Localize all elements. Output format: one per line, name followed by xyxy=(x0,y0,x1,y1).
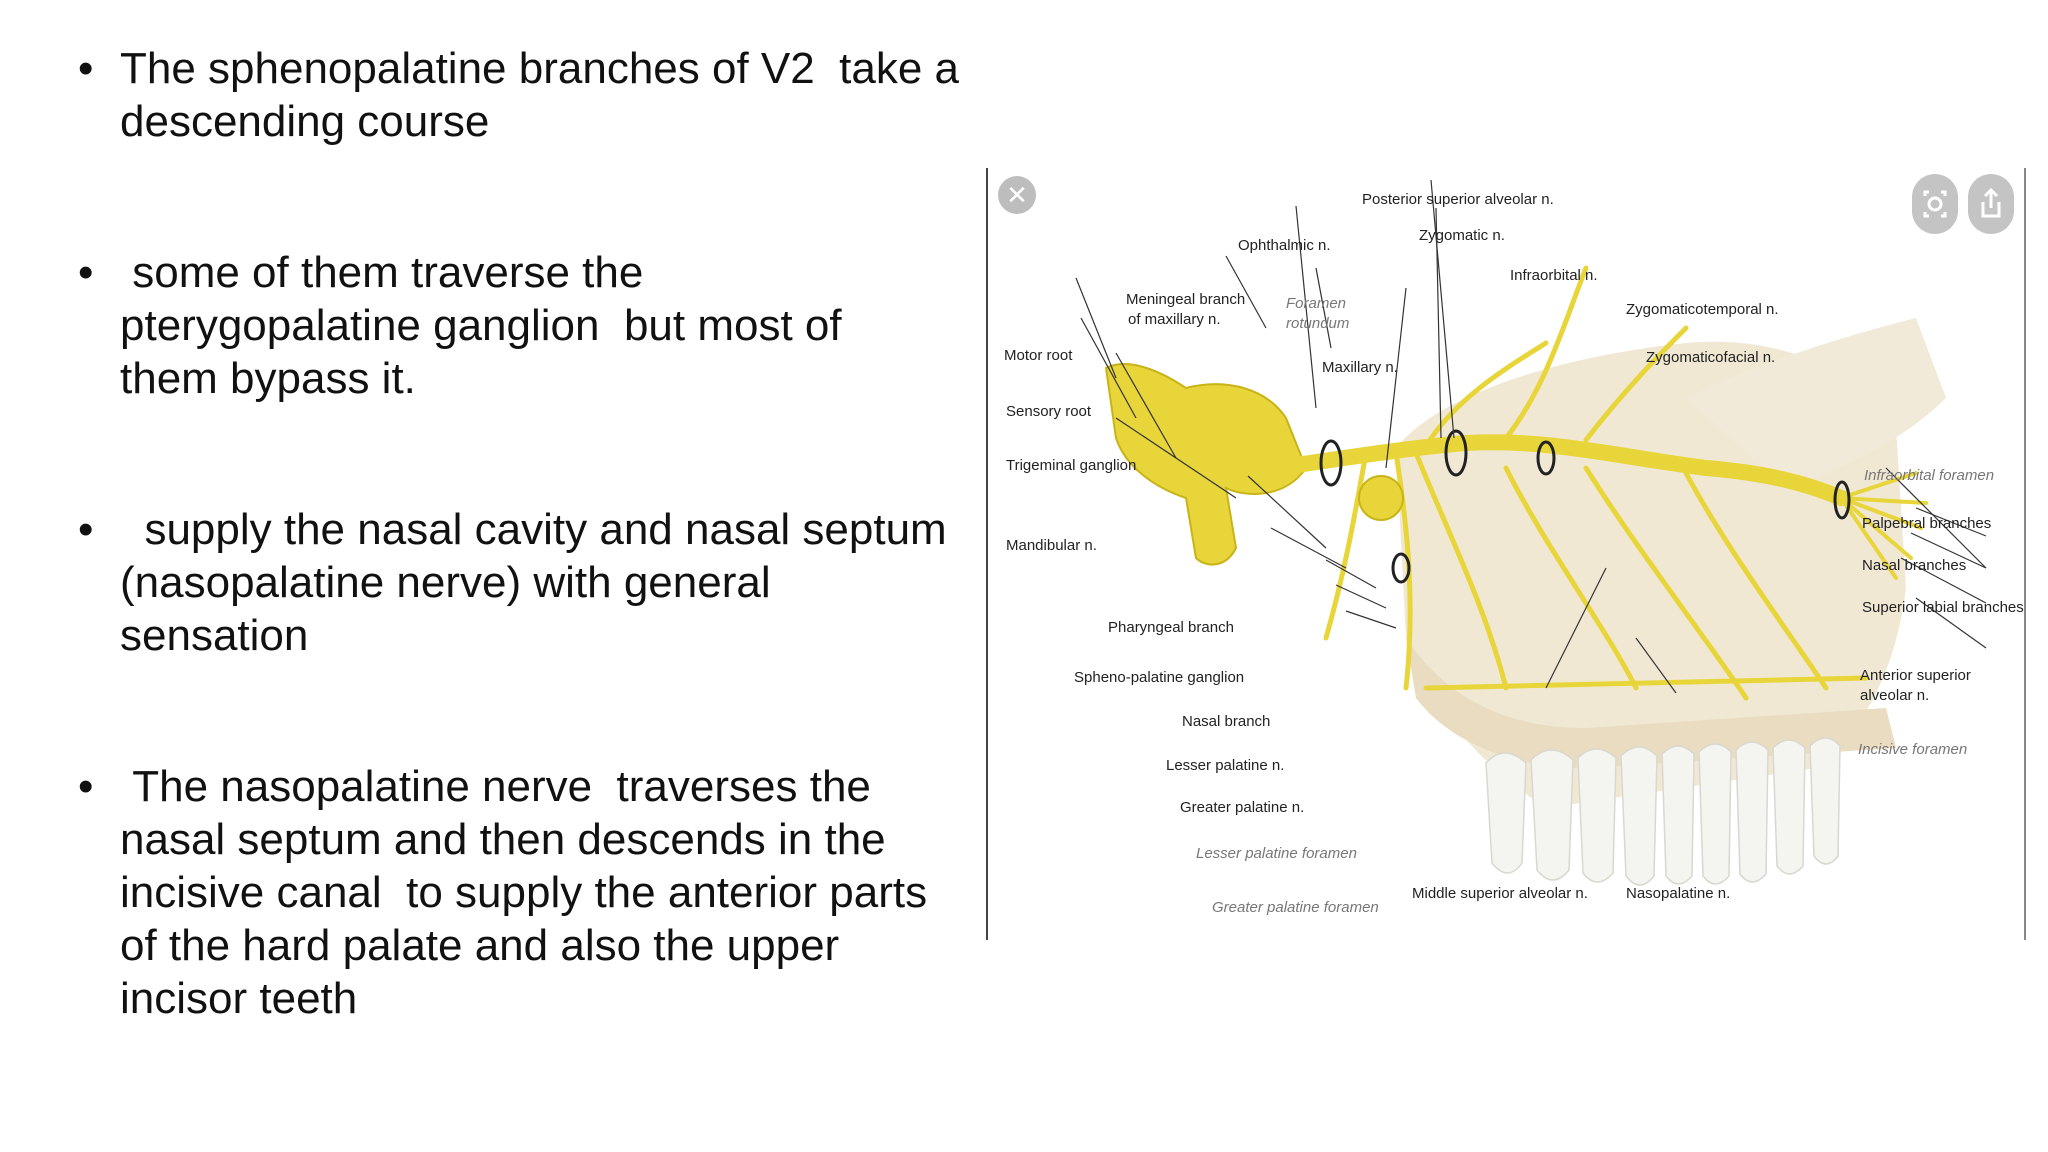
label-palpebral: Palpebral branches xyxy=(1862,515,1991,532)
bullet-item: • supply the nasal cavity and nasal sept… xyxy=(78,503,978,662)
bullet-marker: • xyxy=(78,248,94,297)
bullet-item: • some of them traverse the pterygopalat… xyxy=(78,246,978,405)
bullet-marker: • xyxy=(78,762,94,811)
bullet-item: • The sphenopalatine branches of V2 take … xyxy=(78,42,978,148)
bullet-text: The nasopalatine nerve traverses the nas… xyxy=(120,762,928,1023)
bullet-marker: • xyxy=(78,44,94,93)
label-trigeminal-ganglion: Trigeminal ganglion xyxy=(1006,457,1136,474)
visual-search-button[interactable] xyxy=(1912,174,1958,234)
label-meningeal-2: of maxillary n. xyxy=(1128,311,1221,328)
maxillary-nerve xyxy=(1268,434,1849,506)
zygomatic-bone xyxy=(1686,318,1946,488)
foramen-rings xyxy=(1319,429,1851,584)
palate-bone xyxy=(1406,638,1896,768)
close-button[interactable]: ✕ xyxy=(998,176,1036,214)
label-zygomatic: Zygomatic n. xyxy=(1419,227,1505,244)
infraorbital-branches xyxy=(1839,471,1928,580)
share-icon xyxy=(1981,187,2001,218)
label-zygomaticotemporal: Zygomaticotemporal n. xyxy=(1626,301,1779,318)
label-sphenopalatine-ganglion: Spheno-palatine ganglion xyxy=(1074,669,1244,686)
label-maxillary: Maxillary n. xyxy=(1322,359,1398,376)
label-nasal-branches: Nasal branches xyxy=(1862,557,1966,574)
bullet-item: • The nasopalatine nerve traverses the n… xyxy=(78,760,978,1025)
bullet-text: The sphenopalatine branches of V2 take a… xyxy=(120,44,960,146)
label-anterior-superior-1: Anterior superior xyxy=(1860,667,1971,684)
label-infraorbital-foramen: Infraorbital foramen xyxy=(1864,467,1994,484)
label-motor-root: Motor root xyxy=(1004,347,1073,364)
bullet-text: some of them traverse the pterygopalatin… xyxy=(120,248,842,403)
label-pharyngeal: Pharyngeal branch xyxy=(1108,619,1234,636)
label-superior-labial: Superior labial branches xyxy=(1862,599,2024,616)
nerve-illustration: Posterior superior alveolar n. Zygomatic… xyxy=(1004,179,2024,916)
label-foramen-rotundum-1: Foramen xyxy=(1286,295,1346,312)
label-nasopalatine: Nasopalatine n. xyxy=(1626,885,1730,902)
label-foramen-rotundum-2: rotundum xyxy=(1286,315,1349,332)
label-ophthalmic: Ophthalmic n. xyxy=(1238,237,1331,254)
descending-branches xyxy=(1323,450,1869,701)
bullet-text: supply the nasal cavity and nasal septum… xyxy=(120,505,947,660)
sphenopalatine-ganglion xyxy=(1358,475,1404,521)
label-incisive-foramen: Incisive foramen xyxy=(1858,741,1967,758)
bullet-marker: • xyxy=(78,505,94,554)
image-border-right xyxy=(2024,168,2026,940)
label-greater-palatine-foramen: Greater palatine foramen xyxy=(1212,899,1379,916)
share-button[interactable] xyxy=(1968,174,2014,234)
label-posterior-superior-alveolar: Posterior superior alveolar n. xyxy=(1362,191,1554,208)
upper-teeth xyxy=(1485,737,1841,886)
image-border-left xyxy=(986,168,988,940)
trigeminal-ganglion xyxy=(1104,363,1308,566)
leader-lines xyxy=(1075,179,1987,694)
label-nasal-branch: Nasal branch xyxy=(1182,713,1270,730)
bullet-list: • The sphenopalatine branches of V2 take … xyxy=(78,42,978,1025)
lens-icon xyxy=(1923,190,1947,218)
label-greater-palatine: Greater palatine n. xyxy=(1180,799,1304,816)
label-infraorbital: Infraorbital n. xyxy=(1510,267,1598,284)
label-sensory-root: Sensory root xyxy=(1006,403,1092,420)
label-zygomaticofacial: Zygomaticofacial n. xyxy=(1646,349,1775,366)
label-anterior-superior-2: alveolar n. xyxy=(1860,687,1929,704)
zygomatic-branches xyxy=(1423,265,1689,449)
label-lesser-palatine-foramen: Lesser palatine foramen xyxy=(1196,845,1357,862)
label-meningeal-1: Meningeal branch xyxy=(1126,291,1245,308)
nerve-diagram: Posterior superior alveolar n. Zygomatic… xyxy=(986,168,2026,940)
label-mandibular: Mandibular n. xyxy=(1006,537,1097,554)
close-icon: ✕ xyxy=(1006,180,1028,210)
label-middle-superior-alveolar: Middle superior alveolar n. xyxy=(1412,885,1588,902)
label-lesser-palatine: Lesser palatine n. xyxy=(1166,757,1284,774)
